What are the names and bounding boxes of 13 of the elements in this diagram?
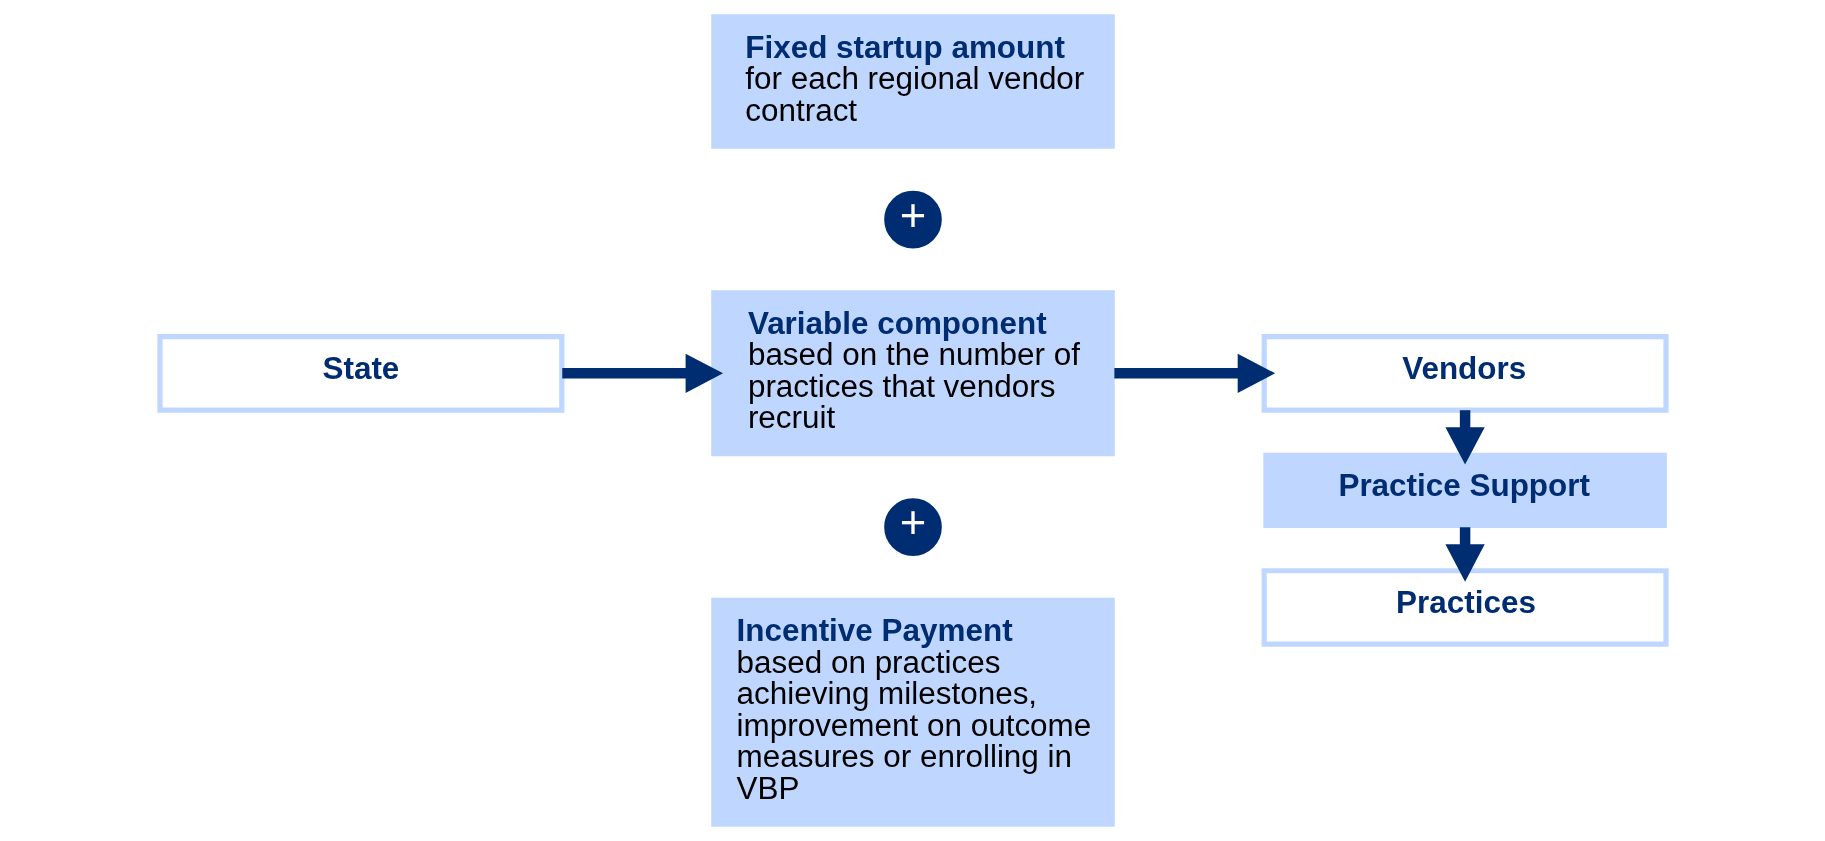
arrow [561,353,723,393]
arrow [1444,527,1485,582]
node-box: Practice Support [1262,452,1667,528]
node-box: Practices [1261,568,1669,647]
node-box: Incentive Payment based on practices achieving milestones, improvement on outcome measures or enrolling in VBP [710,597,1115,827]
node-box: State [156,334,564,413]
arrow [1444,410,1485,465]
node-box: Fixed startup amount for each regional vendor contract [710,14,1115,149]
label: + [899,189,926,241]
node-box: Vendors [1261,334,1669,413]
label: + [899,497,926,549]
node-box: Variable component based on the number of practices that vendors recruit [710,290,1115,457]
arrow [1113,353,1275,393]
